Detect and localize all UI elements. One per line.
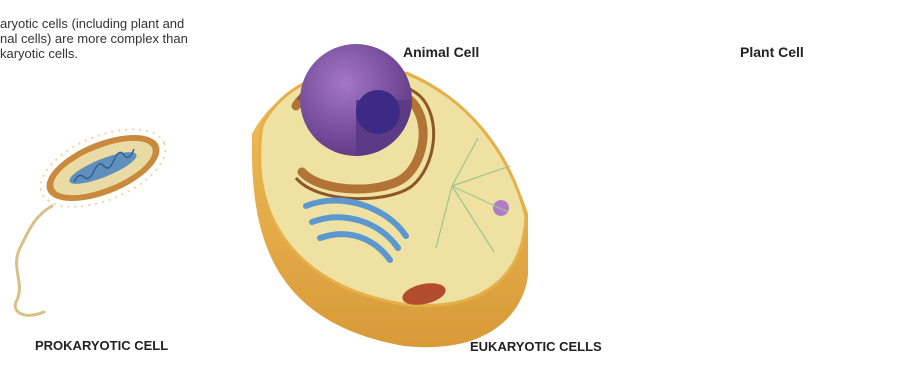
lysosome — [493, 200, 509, 216]
nucleolus — [356, 90, 400, 134]
flagellum — [15, 206, 52, 315]
animal-cell — [252, 44, 528, 347]
cell-diagram — [0, 16, 903, 375]
prokaryotic-cell — [15, 114, 176, 316]
nucleus — [300, 44, 412, 156]
label-animal-cell: Animal Cell — [403, 44, 479, 60]
label-plant-cell: Plant Cell — [740, 44, 804, 60]
label-eukaryotic-cells: EUKARYOTIC CELLS — [470, 339, 602, 354]
label-prokaryotic-cell: PROKARYOTIC CELL — [35, 338, 168, 353]
